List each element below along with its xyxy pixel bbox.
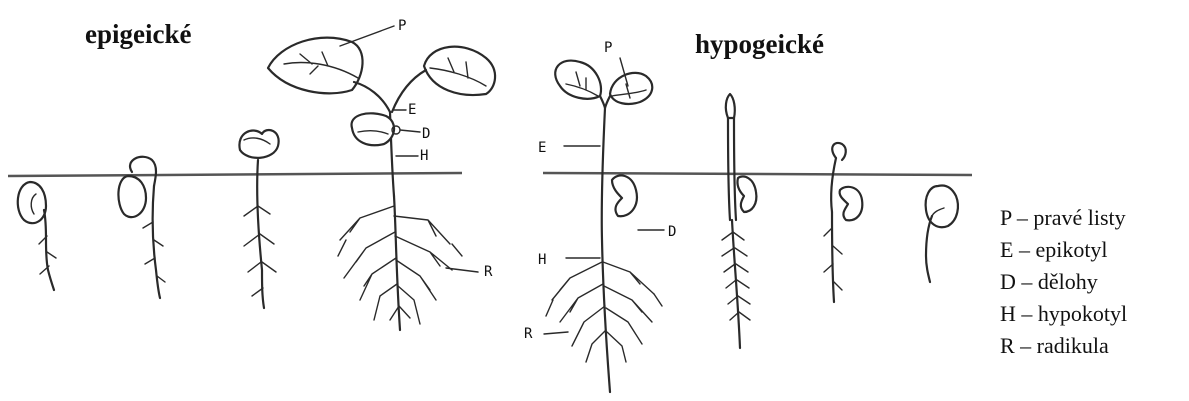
true-leaf-right — [424, 47, 495, 95]
hypogeal-label-D: D — [668, 224, 676, 240]
epigeal-stage-2-seedling — [118, 157, 165, 298]
epigeal-callout-R — [446, 268, 478, 272]
epigeal-label-H: H — [420, 148, 428, 164]
epigeal-label-E: E — [408, 102, 416, 118]
epigeal-label-P: P — [398, 18, 406, 34]
legend-item-D: D – dělohy — [1000, 266, 1127, 298]
hypogeal-label-R: R — [524, 326, 533, 342]
epigeal-stage-1-seedling — [18, 182, 56, 290]
true-leaf-left — [268, 38, 363, 94]
true-leaf-right — [610, 73, 652, 104]
epigeal-title: epigeické — [85, 19, 191, 49]
hypogeal-cotyledon — [612, 175, 637, 216]
epigeal-label-R: R — [484, 264, 493, 280]
hypogeal-callout-R — [544, 332, 568, 334]
legend: P – pravé listy E – epikotyl D – dělohy … — [1000, 202, 1127, 362]
legend-item-E: E – epikotyl — [1000, 234, 1127, 266]
legend-item-H: H – hypokotyl — [1000, 298, 1127, 330]
hypogeal-title: hypogeické — [695, 29, 824, 59]
hypogeal-mature-seedling — [546, 61, 662, 392]
hypogeal-label-E: E — [538, 140, 546, 156]
hypogeal-stage-4-seedling — [926, 185, 958, 282]
epigeal-stage-4-seedling — [268, 38, 495, 330]
epigeal-stage-3-seedling — [239, 130, 278, 308]
epigeal-callout-P — [340, 26, 394, 46]
cotyledon — [352, 113, 395, 145]
legend-item-P: P – pravé listy — [1000, 202, 1127, 234]
hypogeal-label-P: P — [604, 40, 612, 56]
hypogeal-stage-3-seedling — [824, 143, 862, 302]
hypogeal-label-H: H — [538, 252, 546, 268]
epigeal-label-D: D — [422, 126, 430, 142]
epigeal-callout-D — [400, 130, 420, 132]
epigeal-soil-line — [8, 173, 462, 176]
hypogeal-stage-2-seedling — [722, 94, 756, 348]
hypogeal-soil-line — [543, 173, 972, 175]
legend-item-R: R – radikula — [1000, 330, 1127, 362]
